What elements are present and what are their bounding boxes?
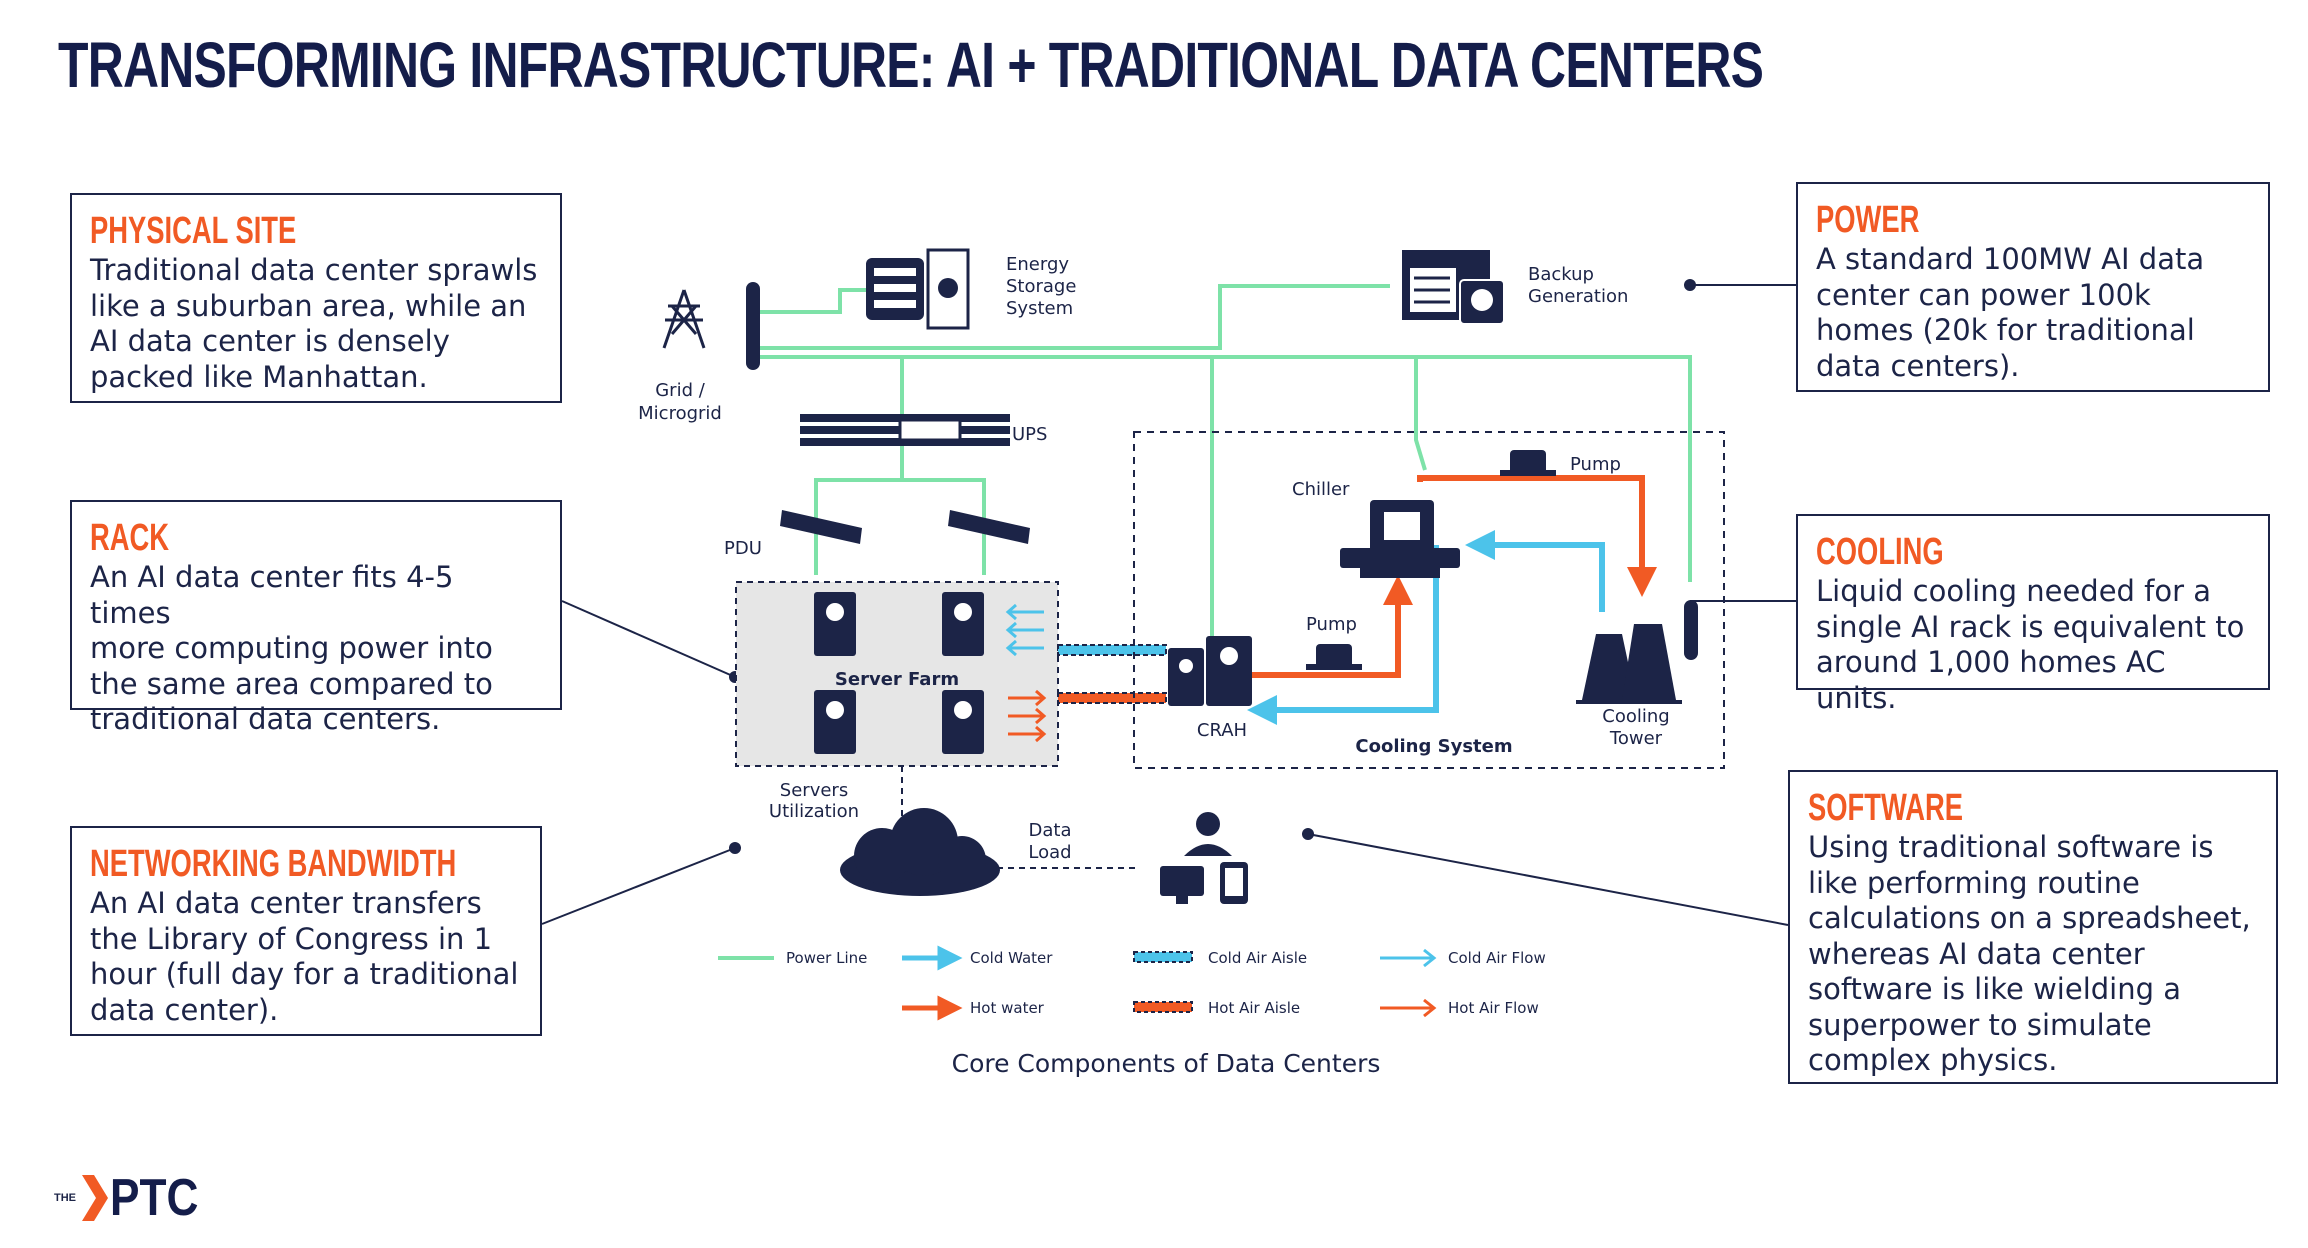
hot-water-line-2: [1417, 475, 1657, 597]
svg-text:Backup: Backup: [1528, 264, 1594, 285]
networking-card: NETWORKING BANDWIDTH An AI data center t…: [70, 826, 542, 1036]
card-heading: NETWORKING BANDWIDTH: [90, 843, 457, 885]
legend-cold-air-aisle: [1133, 951, 1193, 963]
svg-text:CRAH: CRAH: [1197, 720, 1247, 741]
grid-bus-bar: [746, 282, 760, 370]
svg-text:Generation: Generation: [1528, 286, 1628, 307]
svg-text:Cold Air Flow: Cold Air Flow: [1448, 949, 1546, 967]
cold-air-aisle: [1057, 644, 1167, 656]
grid-tower-icon: [662, 289, 706, 349]
svg-text:Servers: Servers: [780, 780, 848, 801]
svg-text:Core Components of Data Center: Core Components of Data Centers: [952, 1049, 1381, 1078]
svg-text:Cold Water: Cold Water: [970, 949, 1053, 967]
svg-text:PDU: PDU: [724, 538, 762, 559]
card-heading: RACK: [90, 517, 170, 559]
card-heading: POWER: [1816, 199, 1920, 241]
svg-text:Chiller: Chiller: [1292, 479, 1350, 500]
connector-lines: [541, 284, 1796, 926]
cloud-icon: [840, 808, 1000, 896]
svg-text:Hot Air Flow: Hot Air Flow: [1448, 999, 1539, 1017]
cooling-system-box: [1133, 431, 1725, 769]
ups-icon: [800, 414, 1010, 446]
svg-text:Grid /: Grid /: [655, 380, 705, 401]
svg-text:Hot water: Hot water: [970, 999, 1045, 1017]
diagram-labels: Grid / Microgrid Energy Storage System B…: [638, 254, 1670, 1078]
svg-text:Hot Air Aisle: Hot Air Aisle: [1208, 999, 1300, 1017]
cold-water-line: [1247, 545, 1439, 725]
svg-text:Cooling: Cooling: [1602, 706, 1669, 727]
server-rack-icons: [814, 592, 984, 754]
legend-cold-air-flow: [1380, 948, 1437, 968]
svg-text:Storage: Storage: [1006, 276, 1076, 297]
svg-text:Tower: Tower: [1609, 728, 1663, 749]
svg-text:Utilization: Utilization: [769, 801, 859, 822]
svg-text:Cold Air Aisle: Cold Air Aisle: [1208, 949, 1307, 967]
svg-text:UPS: UPS: [1012, 424, 1047, 445]
svg-text:Cooling System: Cooling System: [1355, 736, 1512, 757]
pump-icon-top: [1500, 450, 1556, 476]
svg-text:Server Farm: Server Farm: [835, 669, 959, 690]
chiller-icon: [1340, 500, 1460, 578]
card-heading: PHYSICAL SITE: [90, 210, 297, 252]
cooling-connector-bar: [1684, 600, 1698, 660]
card-heading: COOLING: [1816, 531, 1944, 573]
svg-text:Microgrid: Microgrid: [638, 403, 722, 424]
svg-text:Power Line: Power Line: [786, 949, 867, 967]
user-devices-icon: [1160, 812, 1248, 904]
hot-water-line: [1252, 575, 1413, 678]
chevron-logo-icon: [82, 1175, 108, 1221]
server-farm-box: [735, 581, 1059, 767]
legend: Power Line Cold Water Cold Air Aisle Col…: [718, 945, 1546, 1021]
pdu-icons: [780, 510, 1030, 544]
legend-hot-air-flow: [1380, 998, 1437, 1018]
cold-water-line-2: [1465, 530, 1605, 612]
page-title: TRANSFORMING INFRASTRUCTURE: AI + TRADIT…: [58, 29, 1764, 101]
svg-text:Data: Data: [1029, 820, 1072, 841]
legend-hot-air-aisle: [1133, 1001, 1193, 1013]
crah-icon: [1168, 636, 1252, 706]
backup-generation-icon: [1402, 250, 1505, 325]
energy-storage-icon: [866, 248, 970, 330]
svg-text:Pump: Pump: [1306, 614, 1357, 635]
cooling-tower-icon: [1576, 624, 1682, 704]
ptc-logo: THE PTC: [54, 1169, 199, 1227]
svg-text:Energy: Energy: [1006, 254, 1069, 275]
power-lines: [754, 284, 1692, 636]
card-heading: SOFTWARE: [1808, 787, 1964, 829]
svg-text:Pump: Pump: [1570, 454, 1621, 475]
svg-text:Load: Load: [1028, 842, 1071, 863]
hot-air-flow-arrows: [1008, 689, 1047, 743]
physical-site-card: PHYSICAL SITE Traditional data center sp…: [70, 193, 562, 403]
svg-text:System: System: [1006, 298, 1073, 319]
cold-air-flow-arrows: [1005, 603, 1044, 657]
hot-air-aisle: [1057, 692, 1167, 704]
pump-icon-left: [1306, 644, 1362, 670]
